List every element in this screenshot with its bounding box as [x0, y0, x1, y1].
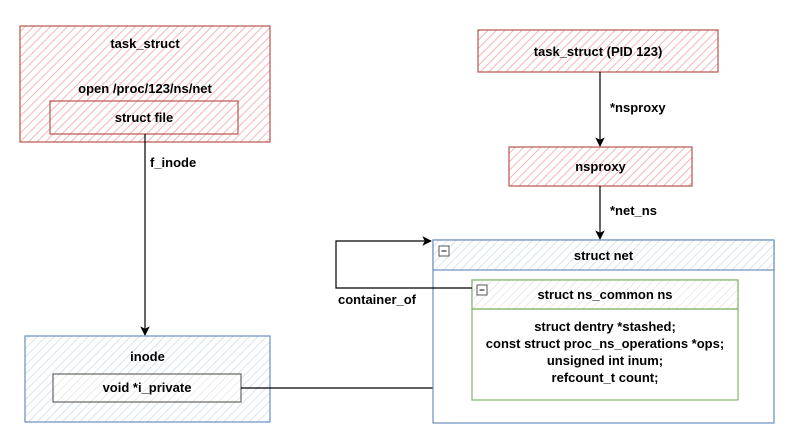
net-ns-edge-label: *net_ns — [608, 203, 659, 218]
field-stashed: struct dentry *stashed; — [534, 319, 676, 334]
container-of-edge — [335, 236, 472, 289]
inode-title: inode — [130, 349, 165, 364]
minus-box-icon[interactable] — [476, 284, 488, 296]
nsproxy-label: nsproxy — [575, 159, 626, 174]
struct-file-box[interactable] — [49, 100, 239, 135]
open-path-label: open /proc/123/ns/net — [78, 81, 212, 96]
ns-common-fields: struct dentry *stashed; const struct pro… — [472, 318, 738, 386]
ns-common-header[interactable] — [471, 279, 739, 310]
task-struct-pid-label: task_struct (PID 123) — [533, 44, 663, 59]
nsproxy-edge-label: *nsproxy — [608, 100, 668, 115]
container-of-label: container_of — [336, 292, 419, 307]
task-struct-title: task_struct — [110, 36, 180, 51]
field-count: refcount_t count; — [551, 370, 659, 385]
i-private-label: void *i_private — [102, 380, 192, 395]
minus-box-icon[interactable] — [438, 245, 450, 257]
struct-file-label: struct file — [114, 110, 174, 125]
task-struct-pid-box[interactable] — [477, 29, 719, 73]
field-ops: const struct proc_ns_operations *ops; — [485, 336, 725, 351]
field-inum: unsigned int inum; — [546, 353, 664, 368]
f-inode-label: f_inode — [148, 155, 199, 170]
ns-common-title: struct ns_common ns — [537, 287, 673, 302]
struct-net-header[interactable] — [432, 239, 775, 271]
struct-net-title: struct net — [573, 248, 634, 263]
